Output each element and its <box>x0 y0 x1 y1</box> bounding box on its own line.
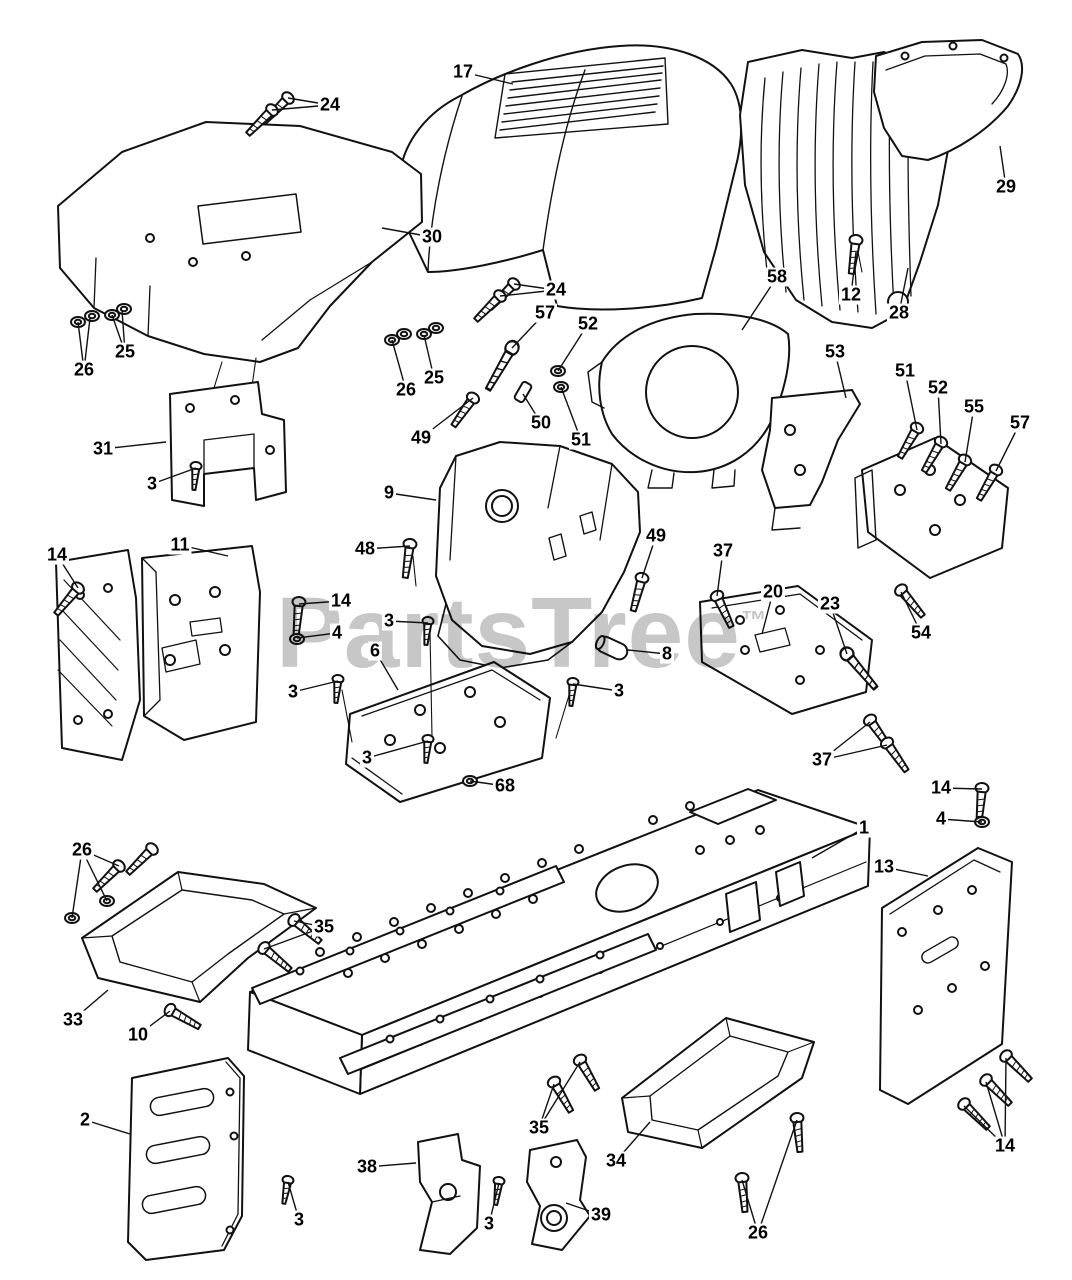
chassis-plate-part-11 <box>141 545 261 741</box>
chassis-rail-part-35-upper <box>251 865 565 1005</box>
footrest-part-33 <box>81 871 317 1003</box>
side-panel-part-29 <box>873 39 1024 161</box>
bracket-part-39 <box>526 1139 591 1251</box>
front-plate-part-2 <box>127 1057 245 1261</box>
bracket-part-14-left <box>55 549 141 761</box>
seat-plate-part-6 <box>345 661 551 803</box>
dash-shroud-part-58 <box>587 312 791 489</box>
rear-plate-part-13 <box>879 847 1013 1105</box>
spacer-part-8 <box>594 634 629 661</box>
support-bracket-part-53 <box>761 389 861 531</box>
footrest-part-34 <box>621 1017 815 1149</box>
chassis-rail-part-35-lower <box>339 933 657 1075</box>
bracket-part-31 <box>169 381 287 507</box>
plate-part-55 <box>854 437 1009 579</box>
bracket-part-38 <box>417 1133 481 1255</box>
hood-part-17 <box>399 44 743 311</box>
console-part-9 <box>435 441 641 669</box>
fender-deck-part-30 <box>57 121 423 389</box>
